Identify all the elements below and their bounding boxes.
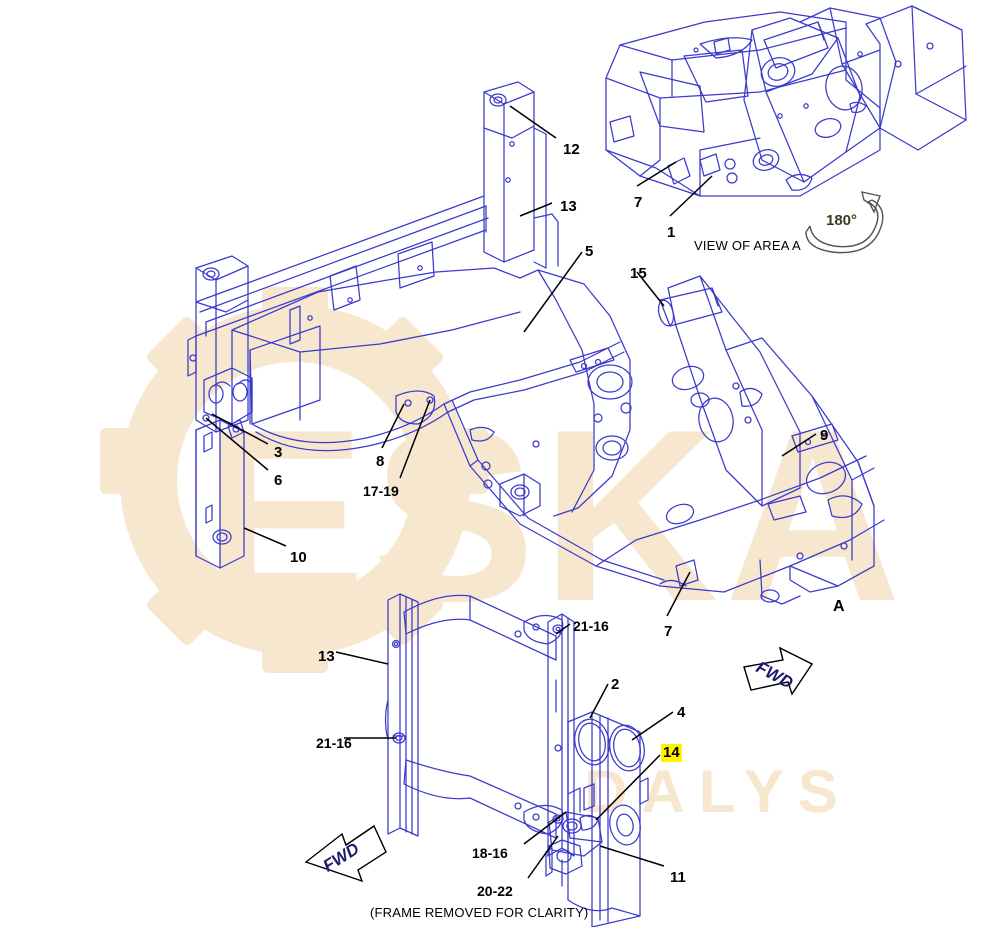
- callout-3: 3: [274, 444, 283, 461]
- main-frame-body: [231, 267, 885, 593]
- svg-text:DALYS: DALYS: [584, 758, 852, 825]
- callout-21-16-lower: 21-16: [316, 735, 352, 751]
- callout-2: 2: [611, 676, 620, 693]
- callout-17-19: 17-19: [363, 483, 399, 499]
- callout-5: 5: [585, 243, 594, 260]
- callout-11: 11: [670, 869, 686, 886]
- detail-view-area-a: [605, 5, 967, 197]
- callout-7-upper: 7: [634, 194, 643, 211]
- fwd-arrow-right-icon: [743, 646, 814, 696]
- watermark-brand-text: ESKA DALYS: [203, 378, 908, 825]
- callout-15: 15: [630, 265, 647, 282]
- callout-6: 6: [274, 472, 283, 489]
- frame-removed-caption: (FRAME REMOVED FOR CLARITY): [370, 905, 589, 920]
- callout-8: 8: [376, 453, 385, 470]
- callout-13-lower: 13: [318, 648, 335, 665]
- rotation-arrow-icon: [805, 191, 884, 254]
- callout-10: 10: [290, 549, 307, 566]
- callout-4: 4: [677, 704, 686, 721]
- left-vertical-post: [187, 255, 253, 569]
- area-a-marker: A: [833, 598, 845, 615]
- callout-13-upper: 13: [560, 198, 577, 215]
- callout-21-16-upper: 21-16: [573, 618, 609, 634]
- callout-1: 1: [667, 224, 676, 241]
- callout-12: 12: [563, 141, 580, 158]
- highlight-badge: 14: [661, 744, 682, 762]
- callout-18-16: 18-16: [472, 845, 508, 861]
- fwd-arrow-left-icon: [304, 824, 387, 883]
- svg-text:ESKA: ESKA: [203, 378, 908, 652]
- right-boom-tower: [657, 275, 875, 605]
- callout-7-lower: 7: [664, 623, 673, 640]
- rotation-angle-label: 180°: [826, 212, 858, 229]
- view-of-area-a-caption: VIEW OF AREA A: [694, 238, 801, 253]
- callout-14-highlighted[interactable]: 14: [661, 744, 682, 762]
- callout-9: 9: [820, 427, 829, 444]
- callout-20-22: 20-22: [477, 883, 513, 899]
- upper-cross-beam: [195, 81, 559, 345]
- lower-side-panel: [384, 593, 575, 857]
- leader-lines: [205, 105, 817, 879]
